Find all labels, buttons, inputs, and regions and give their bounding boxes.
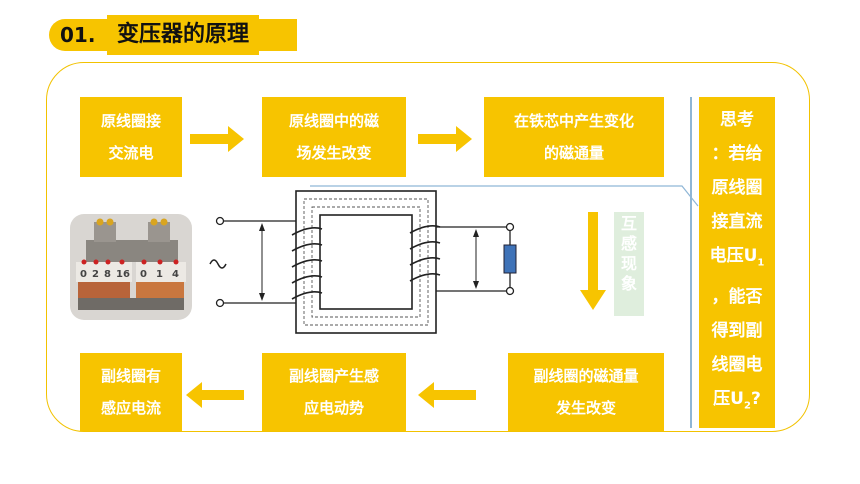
mutual-char-4: 象 <box>620 274 637 293</box>
section-title: 01. 变压器的原理 <box>49 15 297 55</box>
think-line-4: 接直流 <box>711 212 763 232</box>
think-line-7: 得到副 <box>711 321 763 342</box>
step-primary-ac-line2: 交流电 <box>108 144 154 162</box>
think-line-5: 电压U1 <box>699 239 775 280</box>
step-secondary-flux-line1: 副线圈的磁通量 <box>533 367 639 385</box>
arrow-left-icon <box>418 382 476 408</box>
think-voltage-u1: 电压U <box>709 246 758 266</box>
step-induced-current-line2: 感应电流 <box>100 399 161 417</box>
arrow-down-icon <box>580 212 606 310</box>
arrow-left-icon <box>186 382 244 408</box>
step-secondary-emf-line2: 应电动势 <box>303 399 364 417</box>
mutual-induction-label: 互 感 现 象 <box>614 212 644 316</box>
photo-label-2: 2 <box>92 269 99 280</box>
photo-label-0: 0 <box>80 269 87 280</box>
content-frame <box>46 62 810 432</box>
photo-label-8: 8 <box>104 269 111 280</box>
step-primary-field-change-line2: 场发生改变 <box>296 144 372 162</box>
think-line-8: 线圈电 <box>711 355 763 376</box>
thinking-question: 思考 ：若给 原线圈 接直流 电压U1 ，能否 得到副 线圈电 压U2? <box>699 97 775 428</box>
think-line-9: 压U2? <box>699 382 775 423</box>
step-core-flux: 在铁芯中产生变化 的磁通量 <box>484 97 664 177</box>
mutual-char-1: 互 <box>620 214 637 233</box>
transformer-diagram <box>209 190 517 334</box>
arrow-right-icon <box>418 126 472 152</box>
mutual-char-2: 感 <box>620 234 637 253</box>
think-line-3: 原线圈 <box>711 178 763 198</box>
arrow-right-icon <box>190 126 244 152</box>
photo-label-16: 16 <box>116 269 130 280</box>
step-primary-ac: 原线圈接 交流电 <box>80 97 182 177</box>
think-subscript-2: 2 <box>743 400 751 412</box>
connector-line <box>310 185 699 207</box>
think-line-2: ：若给 <box>711 144 763 164</box>
step-induced-current-line1: 副线圈有 <box>100 367 161 385</box>
step-core-flux-line1: 在铁芯中产生变化 <box>513 112 634 130</box>
vertical-separator <box>690 97 692 428</box>
think-line-1: 思考 <box>720 110 754 130</box>
step-primary-ac-line1: 原线圈接 <box>100 112 161 130</box>
step-core-flux-line2: 的磁通量 <box>543 144 604 162</box>
step-secondary-flux-line2: 发生改变 <box>555 399 616 417</box>
photo-label-0b: 0 <box>140 269 147 280</box>
step-primary-field-change: 原线圈中的磁 场发生改变 <box>262 97 406 177</box>
page-title: 变压器的原理 <box>107 15 260 55</box>
step-secondary-emf: 副线圈产生感 应电动势 <box>262 353 406 431</box>
mutual-char-3: 现 <box>620 254 637 273</box>
think-question-mark: ? <box>750 389 761 410</box>
step-secondary-flux: 副线圈的磁通量 发生改变 <box>508 353 664 431</box>
section-number: 01. <box>60 23 96 47</box>
think-voltage-u2: 压U <box>713 389 744 410</box>
think-subscript-1: 1 <box>757 257 765 269</box>
transformer-photo: 0 2 8 16 0 1 4 <box>70 214 192 320</box>
photo-label-1: 1 <box>156 269 163 280</box>
step-secondary-emf-line1: 副线圈产生感 <box>288 367 379 385</box>
step-primary-field-change-line1: 原线圈中的磁 <box>288 112 379 130</box>
think-line-6: ，能否 <box>711 287 763 308</box>
photo-label-4: 4 <box>172 269 179 280</box>
step-induced-current: 副线圈有 感应电流 <box>80 353 182 431</box>
